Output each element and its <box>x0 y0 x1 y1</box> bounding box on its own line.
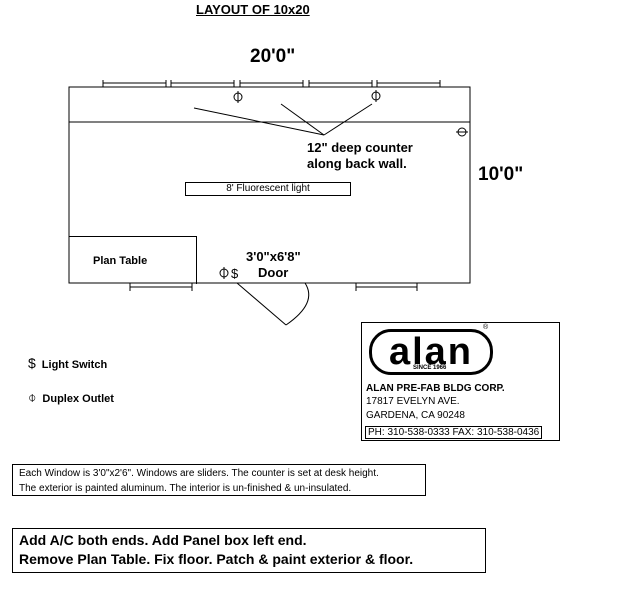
company-phone: PH: 310-538-0333 FAX: 310-538-0436 <box>365 426 543 439</box>
notes-line1: Each Window is 3'0"x2'6". Windows are sl… <box>19 468 379 479</box>
counter-note-line1: 12" deep counter <box>307 140 413 155</box>
company-address-line2: GARDENA, CA 90248 <box>366 410 465 421</box>
registered-mark: ® <box>483 324 489 331</box>
legend-outlet-label: Duplex Outlet <box>42 393 114 405</box>
company-card: alan SINCE 1966 ® ALAN PRE-FAB BLDG CORP… <box>361 322 560 441</box>
logo-border <box>369 329 493 375</box>
legend-light-switch: $ Light Switch <box>28 355 107 371</box>
outlet-icon: ⌽ <box>28 389 37 405</box>
window <box>129 283 193 291</box>
door-swing <box>236 282 310 326</box>
door-size: 3'0"x6'8" <box>246 249 301 264</box>
diagram-title: LAYOUT OF 10x20 <box>196 2 310 17</box>
outlet-symbols <box>233 90 468 137</box>
bottom-windows <box>129 283 418 291</box>
switch-icon: $ <box>231 266 239 281</box>
window <box>239 80 304 87</box>
window <box>355 283 418 291</box>
window <box>170 80 235 87</box>
window <box>102 80 167 87</box>
company-name: ALAN PRE-FAB BLDG CORP. <box>366 383 505 394</box>
door-label: Door <box>258 265 289 280</box>
counter-note-line2: along back wall. <box>307 156 407 171</box>
notes-line2: The exterior is painted aluminum. The in… <box>19 483 352 494</box>
plan-table-label: Plan Table <box>93 255 148 267</box>
plan-table <box>69 236 197 284</box>
company-address-line1: 17817 EVELYN AVE. <box>366 396 460 407</box>
counter-leaders <box>193 103 373 136</box>
company-logo: alan <box>388 331 474 373</box>
depth-dimension: 10'0" <box>478 164 524 185</box>
legend-switch-label: Light Switch <box>41 359 108 371</box>
fluorescent-light: 8' Fluorescent light <box>185 182 351 196</box>
action-line2: Remove Plan Table. Fix floor. Patch & pa… <box>19 551 414 567</box>
switch-icon: $ <box>28 355 36 371</box>
top-windows <box>102 80 441 87</box>
legend-duplex-outlet: ⌽ Duplex Outlet <box>28 389 114 406</box>
counter-note: 12" deep counter along back wall. <box>307 140 413 172</box>
action-box: Add A/C both ends. Add Panel box left en… <box>12 528 486 573</box>
window <box>308 80 373 87</box>
door-outlet <box>219 267 229 279</box>
notes-box: Each Window is 3'0"x2'6". Windows are sl… <box>12 464 426 496</box>
building-outline <box>68 86 471 284</box>
window <box>376 80 441 87</box>
action-line1: Add A/C both ends. Add Panel box left en… <box>19 532 307 548</box>
width-dimension: 20'0" <box>250 46 296 67</box>
since-label: SINCE 1966 <box>413 365 447 371</box>
